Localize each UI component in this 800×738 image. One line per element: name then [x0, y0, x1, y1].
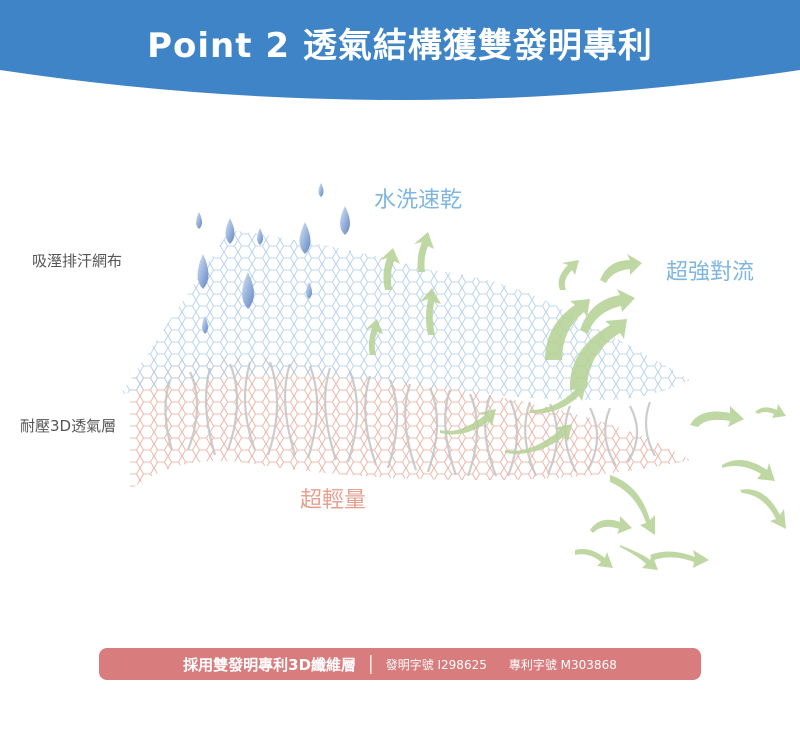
label-quick-dry: 水洗速乾	[374, 188, 463, 213]
label-ultra-light: 超輕量	[300, 488, 367, 513]
label-moisture-fabric: 吸溼排汗網布	[32, 252, 123, 270]
footer-main-text: 採用雙發明專利3D纖維層	[183, 655, 357, 674]
airflow-arrows	[365, 232, 786, 570]
fabric-layers-svg	[120, 183, 786, 570]
page-title: Point 2 透氣結構獲雙發明專利	[147, 26, 653, 66]
header-curve	[0, 0, 800, 100]
label-pressure-layer: 耐壓3D透氣層	[20, 417, 117, 435]
water-drops	[196, 183, 350, 334]
footer-patent-1: 發明字號 I298625	[385, 657, 487, 672]
bottom-mesh-layer	[130, 355, 690, 490]
label-convection: 超強對流	[666, 260, 755, 285]
patent-footer-bar: 採用雙發明專利3D纖維層 │ 發明字號 I298625 專利字號 M303868	[99, 648, 701, 680]
fabric-illustration	[0, 150, 800, 590]
footer-separator: │	[366, 654, 376, 674]
footer-patent-2: 專利字號 M303868	[508, 657, 617, 672]
top-mesh-layer	[120, 230, 690, 400]
header-banner: Point 2 透氣結構獲雙發明專利	[0, 0, 800, 110]
